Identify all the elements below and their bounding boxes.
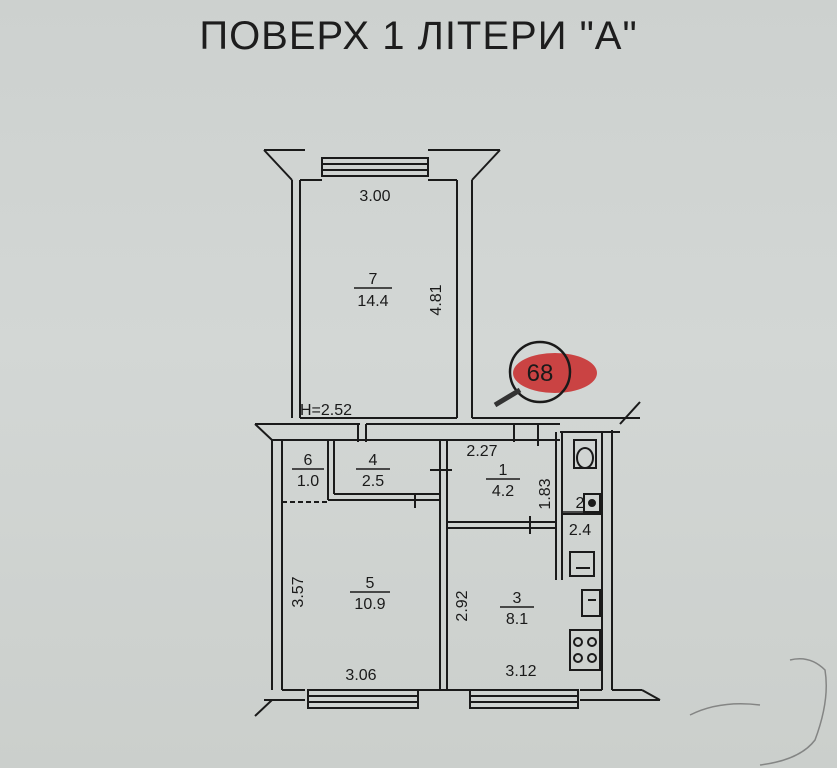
interior-partitions <box>282 432 602 690</box>
dim-room5-width: 3.06 <box>345 667 376 684</box>
stove-icon <box>569 629 601 671</box>
dim-room5-length: 3.57 <box>290 576 307 607</box>
toilet-icon <box>573 439 597 469</box>
room-2-area: 2.4 <box>569 522 591 539</box>
window-top <box>321 157 429 177</box>
door-marks <box>357 424 539 534</box>
dim-room7-length: 4.81 <box>428 284 445 315</box>
room-1-number: 1 <box>499 462 508 479</box>
sink-icon <box>583 493 601 513</box>
room-5-area: 10.9 <box>354 596 385 613</box>
height-label: H=2.52 <box>300 402 352 419</box>
room-6-area: 1.0 <box>297 473 319 490</box>
room-2-number: 2 <box>576 495 585 512</box>
room-5-number: 5 <box>366 575 375 592</box>
lower-block-walls <box>254 430 661 717</box>
room-7-walls <box>263 149 501 418</box>
room-4-number: 4 <box>369 452 378 469</box>
window-bottom-left <box>307 689 419 709</box>
window-bottom-right <box>469 689 579 709</box>
fraction-bars <box>292 287 598 608</box>
dim-room1-width: 2.27 <box>466 443 497 460</box>
room-1-area: 4.2 <box>492 483 514 500</box>
bathtub-icon <box>569 551 595 577</box>
dim-room7-width: 3.00 <box>359 188 390 205</box>
corridor-walls <box>254 401 641 441</box>
room-7-number: 7 <box>369 271 378 288</box>
room-3-number: 3 <box>513 590 522 607</box>
kitchen-sink-icon <box>581 589 601 617</box>
marker-number: 68 <box>527 360 554 387</box>
room-6-number: 6 <box>304 452 313 469</box>
room-4-area: 2.5 <box>362 473 384 490</box>
room-3-area: 8.1 <box>506 611 528 628</box>
room-7-area: 14.4 <box>357 293 388 310</box>
dim-room3-length: 2.92 <box>454 590 471 621</box>
page-title: ПОВЕРХ 1 ЛІТЕРИ "А" <box>199 14 638 58</box>
dim-room1-length: 1.83 <box>537 478 554 509</box>
dim-room3-width: 3.12 <box>505 663 536 680</box>
pencil-scribble <box>689 658 827 766</box>
marker-badge: 68 <box>493 340 597 408</box>
